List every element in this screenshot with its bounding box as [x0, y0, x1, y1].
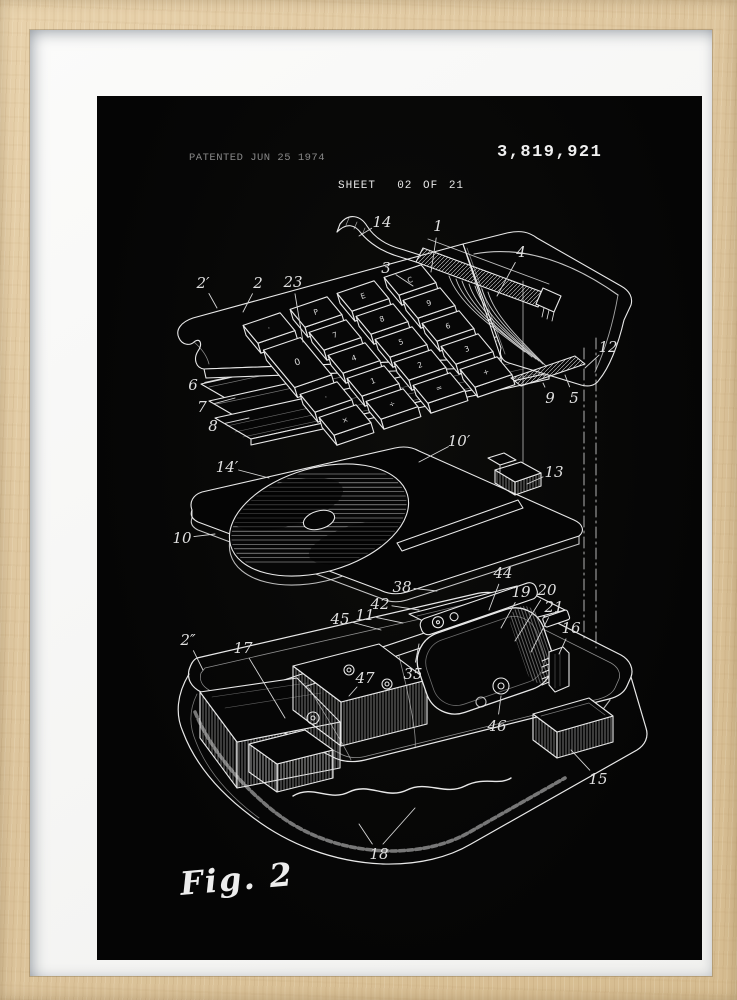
- case-interior: [199, 582, 614, 845]
- leader-line: [193, 533, 216, 538]
- flex-strip: [336, 216, 421, 263]
- leader-line: [584, 354, 600, 369]
- patent-print: PATENTED JUN 25 1974 3,819,921 SHEET 02 …: [97, 96, 702, 960]
- keycap-glyph: 2: [416, 360, 424, 370]
- keycap-glyph: P: [312, 307, 320, 317]
- leader-line: [564, 374, 571, 388]
- leader-line: [530, 617, 549, 653]
- keycap: [374, 326, 428, 358]
- leader-line: [391, 605, 420, 611]
- keycap-glyph: ×: [341, 415, 350, 426]
- leader-line: [430, 237, 437, 273]
- leader-line: [348, 686, 358, 697]
- keycap: [327, 342, 381, 374]
- block-47: [292, 643, 428, 747]
- leader-line: [294, 293, 304, 343]
- leader-line: [192, 650, 204, 671]
- keycap: [459, 356, 513, 388]
- keycap: [262, 336, 333, 389]
- terminal-strip: [510, 355, 586, 387]
- leader-line: [208, 293, 218, 309]
- leader-line: [242, 293, 253, 313]
- keycap: [308, 319, 362, 351]
- keycap: [393, 349, 447, 381]
- keycap: [402, 287, 456, 319]
- leader-line: [414, 643, 420, 663]
- leader-line: [238, 469, 270, 479]
- keycap: [299, 381, 353, 413]
- leader-line: [248, 657, 286, 719]
- leader-line: [488, 583, 500, 611]
- keycap-glyph: 8: [378, 314, 386, 324]
- keycap-glyph: E: [359, 291, 367, 301]
- leader-line: [224, 417, 250, 424]
- sheet-number-text: SHEET 02 OF 21: [338, 180, 465, 192]
- keycap-glyph: ·: [266, 323, 271, 332]
- leader-line: [376, 617, 404, 624]
- block-15: [532, 697, 614, 759]
- keycap-glyph: C: [406, 275, 414, 285]
- keycap: [365, 388, 419, 420]
- keypad: · P E C 0 7 8 9 4 5 6 · 1 2 3 × ÷ = +: [242, 264, 516, 446]
- leader-line: [498, 695, 502, 715]
- cable-18: [292, 777, 512, 797]
- keycap: [412, 372, 466, 404]
- patent-drawing: · P E C 0 7 8 9 4 5 6 · 1 2 3 × ÷ = +: [177, 216, 648, 865]
- keycap: [440, 333, 494, 365]
- keycap-glyph: 9: [425, 298, 433, 308]
- disc-hub: [302, 509, 336, 531]
- keycap-glyph: 5: [397, 337, 405, 347]
- patent-number-text: 3,819,921: [497, 143, 603, 162]
- keycap-glyph: 0: [293, 357, 302, 368]
- connector-bar: [415, 238, 562, 322]
- leader-line: [558, 638, 567, 655]
- keycap-glyph: =: [435, 383, 444, 394]
- leader-line: [358, 227, 373, 237]
- keycap-glyph: ÷: [388, 399, 397, 410]
- keycap-glyph: 6: [444, 321, 452, 331]
- leader-line: [351, 621, 382, 631]
- leader-line: [500, 602, 516, 629]
- ribbon-wires: [448, 275, 547, 367]
- keycap: [242, 312, 296, 344]
- keycap-glyph: 1: [369, 376, 377, 386]
- keycap-glyph: +: [482, 367, 491, 378]
- leader-line: [526, 476, 544, 485]
- guide-lines: [522, 280, 597, 649]
- leader-line: [213, 397, 236, 405]
- component-13: [487, 452, 542, 496]
- leader-line: [204, 377, 226, 383]
- keycap-glyph: ·: [323, 392, 328, 401]
- leader-line: [496, 262, 516, 297]
- keycap: [318, 404, 372, 436]
- leader-line: [418, 446, 449, 463]
- leader-line: [413, 587, 438, 592]
- leader-lines: [192, 227, 600, 845]
- keycap-glyph: 3: [463, 344, 471, 354]
- keycap: [346, 365, 400, 397]
- leader-line: [514, 599, 542, 642]
- leader-line: [395, 274, 414, 287]
- middle-plate: [190, 446, 583, 603]
- keycap-glyph: 7: [331, 330, 339, 340]
- keycap: [355, 303, 409, 335]
- keycap-glyph: 4: [350, 353, 358, 363]
- connector-16: [541, 646, 570, 693]
- patented-date-text: PATENTED JUN 25 1974: [189, 152, 326, 164]
- keycap: [336, 280, 390, 312]
- mat-board: PATENTED JUN 25 1974 3,819,921 SHEET 02 …: [30, 30, 712, 976]
- motor-peg-46: [475, 677, 510, 708]
- keycap: [421, 310, 475, 342]
- leader-line: [570, 749, 591, 771]
- leader-line: [542, 382, 546, 388]
- leader-line: [358, 823, 373, 845]
- keycap: [383, 264, 437, 296]
- front-block: [248, 729, 334, 793]
